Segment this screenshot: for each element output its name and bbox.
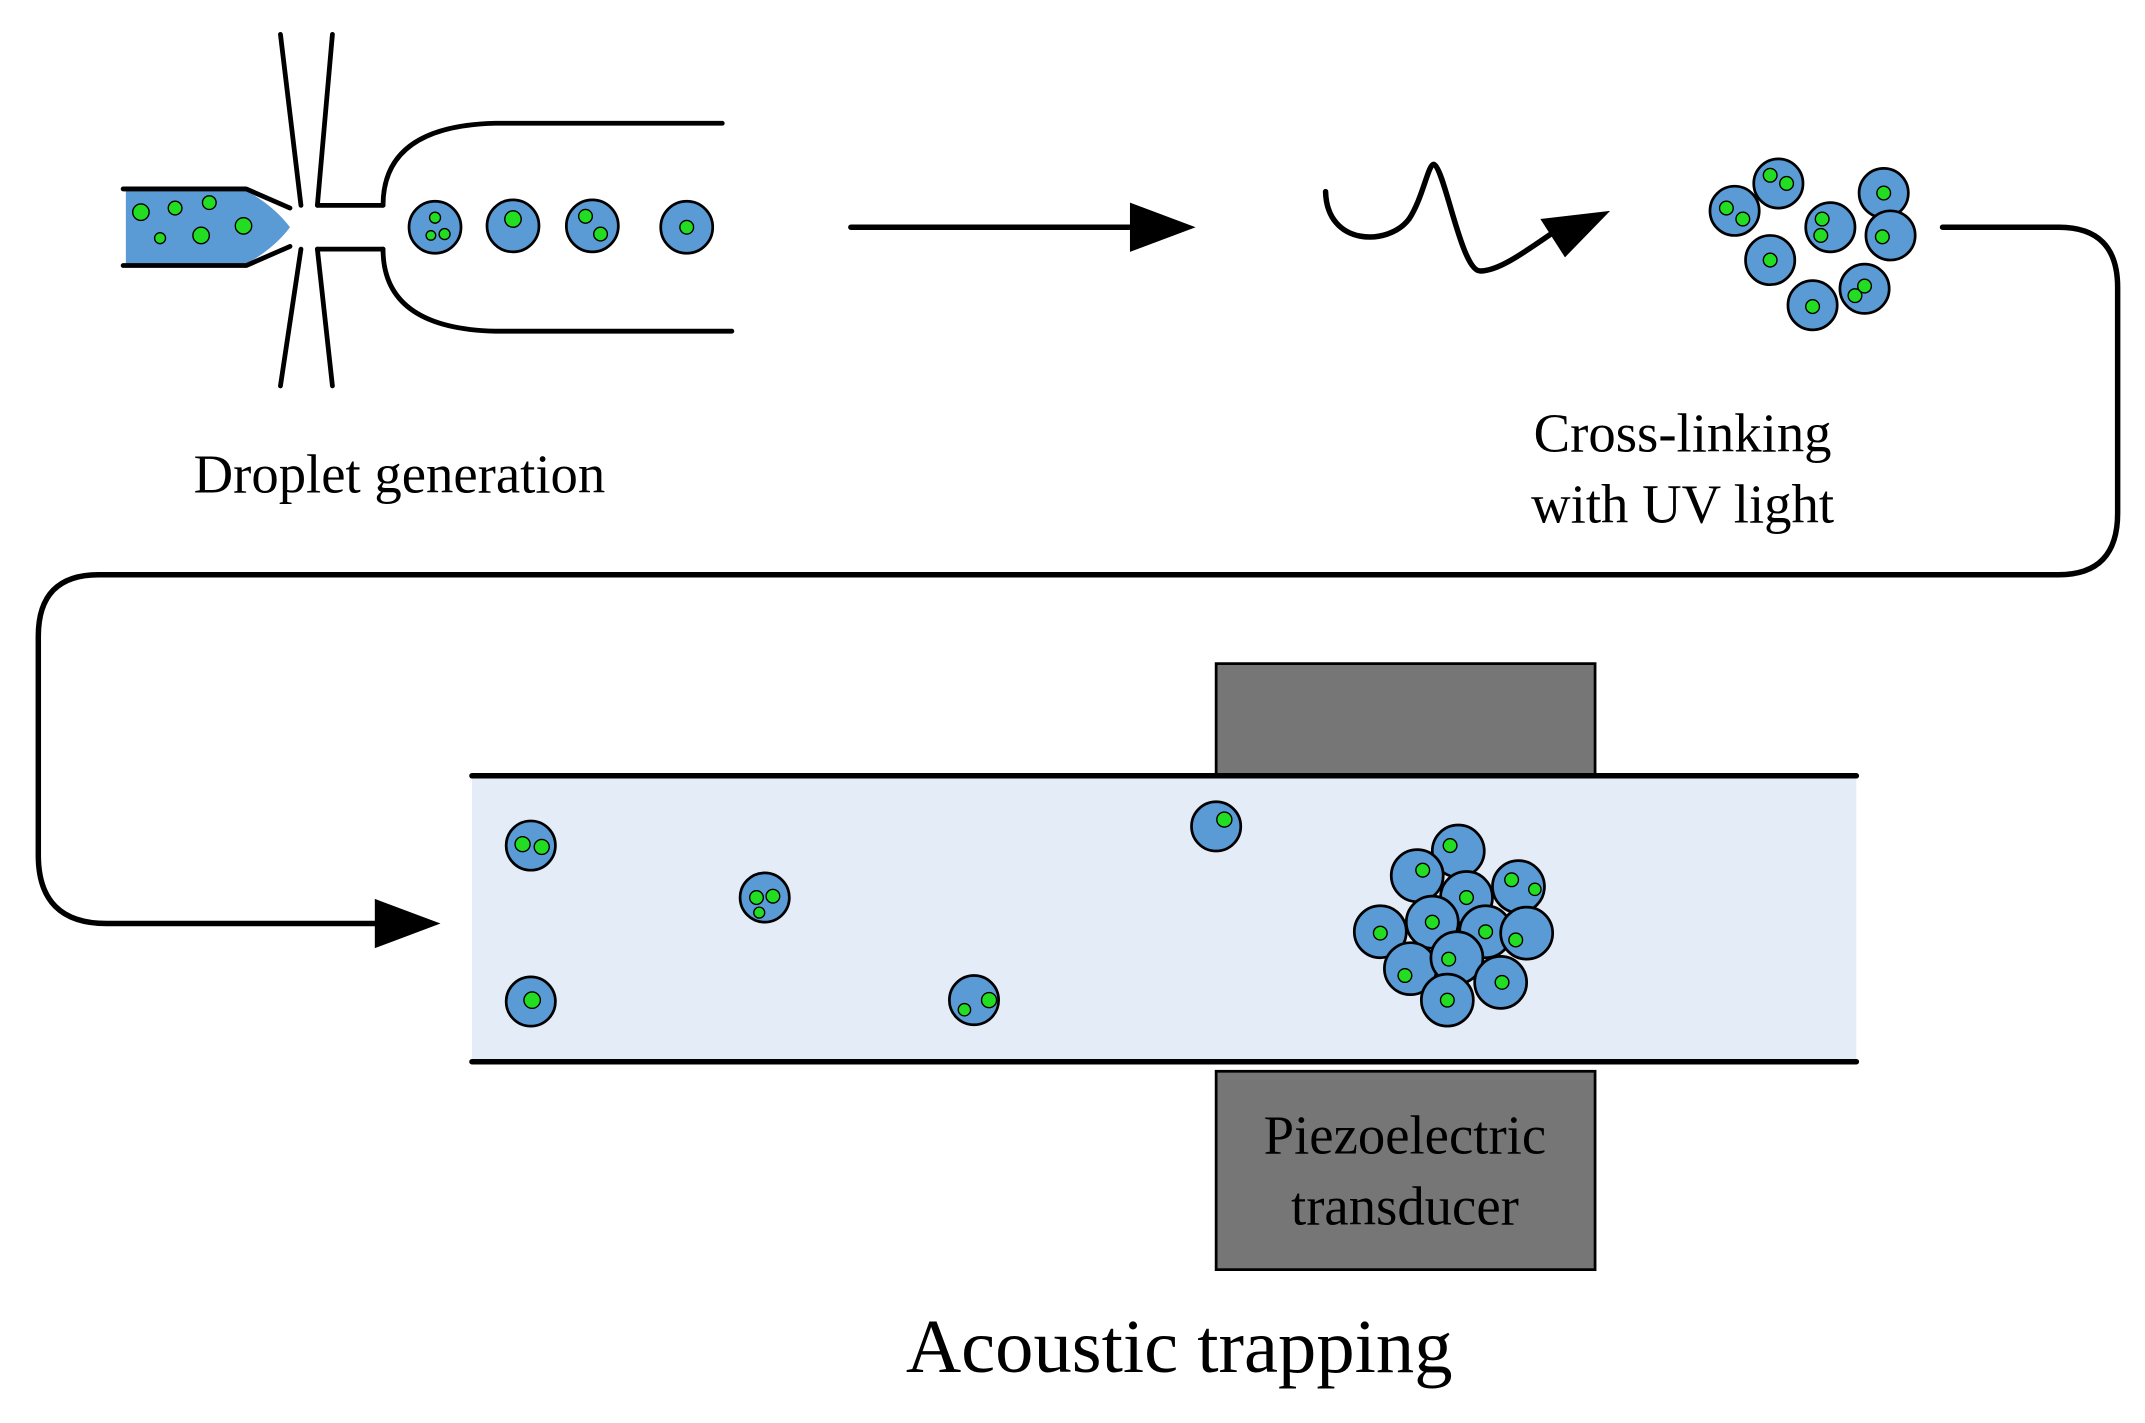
microgel [948, 974, 1000, 1027]
microgel [504, 975, 557, 1028]
cell [167, 200, 183, 216]
cell [132, 203, 150, 222]
outlet-channel [380, 120, 735, 334]
microgel [1708, 184, 1761, 237]
microgel [738, 871, 791, 924]
microgel [1473, 955, 1529, 1010]
microgel [1804, 201, 1857, 254]
transducer-label-line2: transducer [1291, 1175, 1519, 1236]
droplet [407, 199, 463, 255]
microgel [1499, 905, 1555, 961]
droplet [485, 198, 541, 254]
microgel [1352, 904, 1408, 960]
free-microgels [504, 800, 1243, 1028]
trapped-microgel-cluster [1352, 823, 1555, 1028]
cell [234, 216, 253, 235]
wavy-arrow-icon [1322, 161, 1611, 274]
transducer-top [1214, 662, 1597, 778]
inlet-cells [132, 195, 253, 245]
cell [192, 226, 210, 245]
microgel [1864, 209, 1917, 262]
side-channel-left-upper [278, 31, 304, 208]
process-flow-path [35, 224, 2121, 949]
microgel [1190, 800, 1243, 853]
arrow-icon [374, 898, 441, 949]
microgel [1786, 279, 1839, 332]
arrow-icon [848, 202, 1196, 252]
microgel [1744, 234, 1797, 287]
inlet-channel-wall-top [120, 186, 293, 211]
droplet [659, 199, 715, 255]
piezoelectric-transducer [1214, 1069, 1597, 1272]
crosslinking-label-line1: Cross-linking [1534, 403, 1832, 464]
crosslinking-label-line2: with UV light [1531, 474, 1834, 535]
cell [153, 232, 167, 245]
microgel [1491, 859, 1546, 914]
microgel [504, 819, 557, 872]
droplet-generator: Droplet generation [120, 31, 735, 505]
inlet-channel-fill [125, 188, 291, 266]
microgel [1857, 167, 1910, 220]
microgel [1389, 848, 1445, 904]
generated-droplets [407, 198, 715, 255]
droplet [564, 198, 620, 254]
side-channel-left-lower [278, 246, 304, 389]
microgel [1752, 157, 1805, 210]
acoustic-trapping-title: Acoustic trapping [906, 1304, 1453, 1389]
side-channel-right-upper [314, 31, 335, 208]
inlet-channel-wall-bottom [120, 243, 293, 268]
transducer-label-line1: Piezoelectric [1264, 1104, 1546, 1165]
channel-fluid [471, 775, 1857, 1062]
microgel [1383, 941, 1438, 997]
microgel [1838, 262, 1891, 315]
acoustic-trapping-channel: Piezoelectric transducer [469, 662, 1860, 1272]
side-channel-right-lower [314, 246, 335, 389]
crosslinked-microgels [1708, 157, 1917, 332]
cell [201, 195, 217, 211]
droplet-generation-label: Droplet generation [194, 444, 606, 505]
microgel [1419, 972, 1475, 1028]
